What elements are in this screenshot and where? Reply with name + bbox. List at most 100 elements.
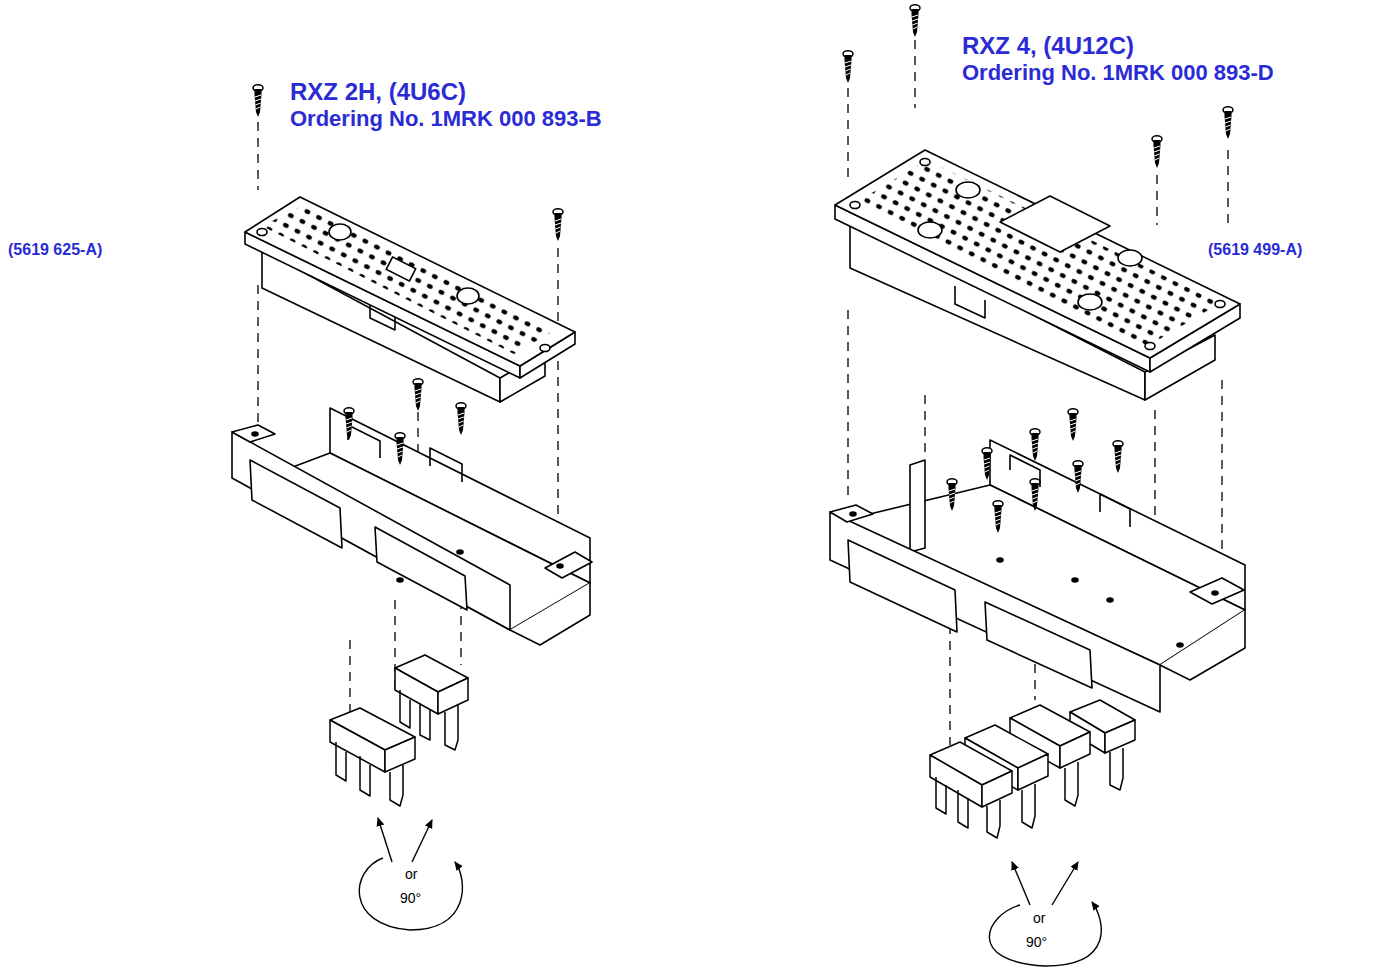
wall-cutout: [375, 527, 467, 610]
hole: [850, 512, 856, 516]
drawing-number: (5619 625-A): [8, 241, 102, 259]
mounting-bracket: [830, 440, 1245, 712]
dash-line: [1227, 150, 1228, 228]
clip-teeth: [936, 777, 1000, 838]
arrow: [412, 820, 432, 862]
dash-line: [1156, 175, 1157, 225]
clip-side: [982, 771, 1012, 807]
bracket-flange: [545, 552, 592, 578]
rotation-symbol: [989, 862, 1101, 966]
screw: [413, 379, 423, 411]
fixing-hole: [1215, 301, 1225, 308]
rotation-arc: [359, 858, 462, 930]
center-panel: [1000, 196, 1110, 252]
screw: [1223, 107, 1233, 139]
screw: [910, 5, 920, 37]
block-notch: [955, 286, 985, 318]
clip-side: [385, 737, 415, 772]
screw: [982, 448, 992, 480]
rotation-symbol: [359, 818, 462, 930]
hole: [252, 432, 258, 436]
screw: [1068, 409, 1078, 441]
wall-cutout: [848, 540, 957, 632]
dash-line: [847, 310, 848, 500]
arrow: [1052, 862, 1078, 905]
ordering-number: Ordering No. 1MRK 000 893-B: [290, 106, 602, 131]
rail-clip: [330, 708, 415, 806]
screw: [1073, 461, 1083, 493]
screw: [843, 51, 853, 83]
fixing-hole: [920, 159, 930, 166]
wall-cutout: [985, 602, 1092, 688]
rotation-arc: [989, 902, 1101, 966]
rotation-angle: 90°: [398, 890, 423, 906]
screw: [1030, 479, 1040, 511]
fixing-hole: [1145, 343, 1155, 350]
boss: [1118, 250, 1142, 266]
bracket-edge: [510, 583, 590, 645]
hole: [1072, 578, 1078, 582]
clip-side: [1060, 732, 1090, 768]
drawing-number: (5619 499-A): [1208, 241, 1302, 259]
clip-side: [930, 755, 982, 807]
screw: [947, 479, 957, 511]
boss: [956, 182, 980, 198]
clip-side: [330, 720, 385, 772]
boss: [457, 288, 479, 304]
arrow: [1012, 862, 1030, 905]
bracket-flange: [232, 425, 275, 442]
model-title: RXZ 4, (4U12C): [962, 32, 1134, 60]
fixing-hole: [540, 345, 550, 352]
clip-teeth: [1110, 748, 1123, 790]
hole: [557, 564, 563, 568]
boss: [329, 224, 351, 240]
hole: [1177, 643, 1183, 647]
model-title: RXZ 2H, (4U6C): [290, 78, 466, 106]
clip-side: [1018, 754, 1048, 790]
screw: [253, 85, 263, 117]
bracket-flange: [830, 505, 873, 522]
rail-clip: [930, 742, 1012, 838]
dash-line: [257, 285, 258, 432]
dash-line: [557, 248, 558, 330]
screw: [344, 408, 354, 440]
hole: [1212, 591, 1218, 595]
clip-teeth: [1065, 762, 1078, 806]
arrow: [378, 818, 392, 862]
screw: [553, 209, 563, 241]
rotation-note: or: [1031, 910, 1047, 926]
rotation-note: or: [403, 866, 419, 882]
window: [386, 257, 416, 281]
clip-side: [395, 668, 438, 714]
screw: [456, 403, 466, 435]
bracket-front-wall: [232, 432, 510, 630]
dash-line: [460, 600, 461, 665]
hole: [397, 578, 403, 582]
bracket-front-wall: [830, 512, 1160, 712]
dash-line: [924, 395, 925, 455]
terminal-block: [835, 150, 1240, 400]
dash-line: [349, 640, 350, 712]
bracket-post: [910, 460, 925, 552]
screw: [1030, 429, 1040, 461]
clip-side: [1105, 720, 1135, 753]
hole: [997, 558, 1003, 562]
mounting-bracket: [232, 408, 592, 645]
rotation-angle: 90°: [1024, 934, 1049, 950]
dash-line: [257, 122, 258, 190]
fixing-hole: [850, 202, 860, 209]
wall-cutout: [250, 460, 342, 548]
clip-side: [438, 678, 468, 714]
screw: [1113, 441, 1123, 473]
boss: [1078, 294, 1102, 310]
terminal-holes: [855, 160, 1220, 346]
ordering-number: Ordering No. 1MRK 000 893-D: [962, 60, 1274, 85]
clip-teeth: [1022, 784, 1035, 828]
plate-top: [245, 197, 575, 366]
boss: [918, 222, 942, 238]
screw: [993, 501, 1003, 533]
screw: [1152, 136, 1162, 168]
screws: [253, 85, 563, 465]
terminal-holes: [262, 205, 555, 354]
